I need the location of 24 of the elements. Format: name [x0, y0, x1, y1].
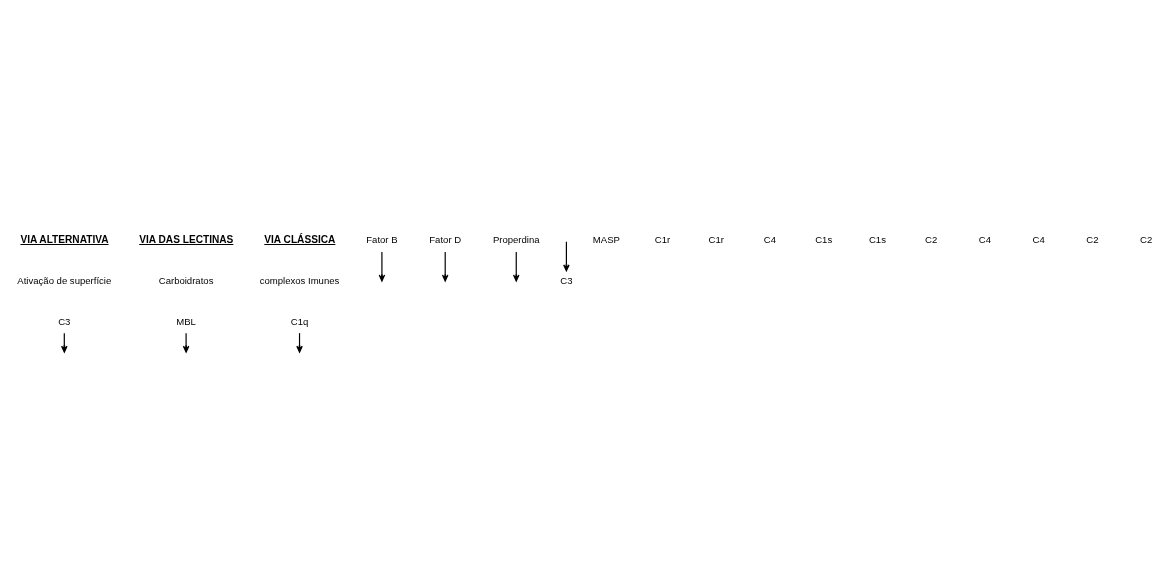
label: C4: [1032, 233, 1045, 245]
label: MASP: [592, 233, 620, 245]
label: Ativação de superfície: [17, 274, 112, 286]
label: C4: [978, 233, 992, 245]
node-text: Fator B: [366, 233, 398, 245]
label: C1r: [654, 233, 671, 245]
label: VIA DAS LECTINAS: [139, 233, 234, 245]
node-text: Fator D: [429, 233, 462, 245]
label: VIA CLÁSSICA: [264, 233, 336, 245]
label: C1s: [868, 233, 886, 245]
label: C2: [925, 233, 938, 245]
label: C1s: [815, 233, 833, 245]
node-text: MBL: [176, 315, 196, 327]
label: complexos Imunes: [259, 274, 340, 286]
label: Carboidratos: [158, 274, 214, 286]
label: VIA ALTERNATIVA: [20, 233, 109, 245]
label: C2: [1086, 233, 1099, 245]
node-text: Properdina: [492, 233, 540, 245]
label: C1r: [708, 233, 724, 245]
label: C2: [1140, 233, 1153, 245]
node-text: C3: [58, 315, 71, 327]
node-text: C1q: [290, 315, 309, 327]
node-text: C3: [560, 274, 573, 286]
label: C4: [763, 233, 777, 245]
